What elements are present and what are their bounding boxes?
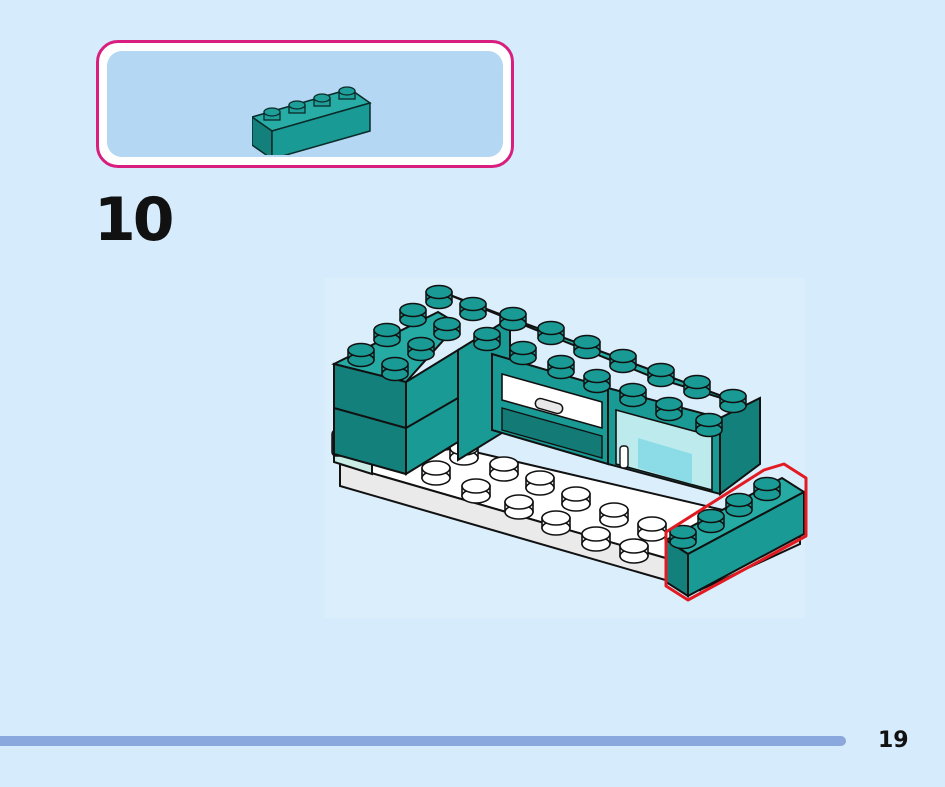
model-assembly-illustration bbox=[325, 278, 808, 618]
parts-callout-inner bbox=[107, 51, 503, 157]
step-number: 10 bbox=[94, 185, 174, 255]
progress-bar bbox=[0, 736, 846, 746]
parts-callout bbox=[96, 40, 514, 168]
new-brick-highlight bbox=[664, 462, 808, 602]
page-number: 19 bbox=[878, 728, 909, 753]
teal-1x4-brick-icon bbox=[252, 86, 372, 155]
